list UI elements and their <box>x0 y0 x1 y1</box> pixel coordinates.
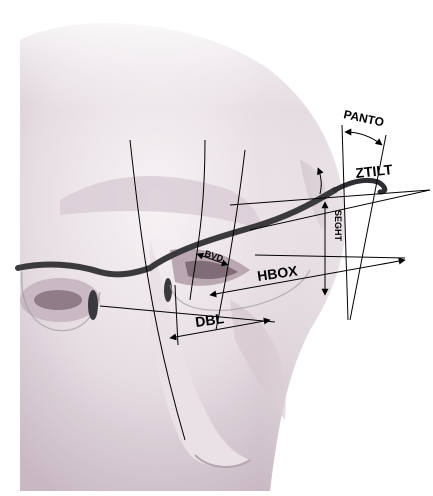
seght-label: SEGHT <box>333 210 343 242</box>
